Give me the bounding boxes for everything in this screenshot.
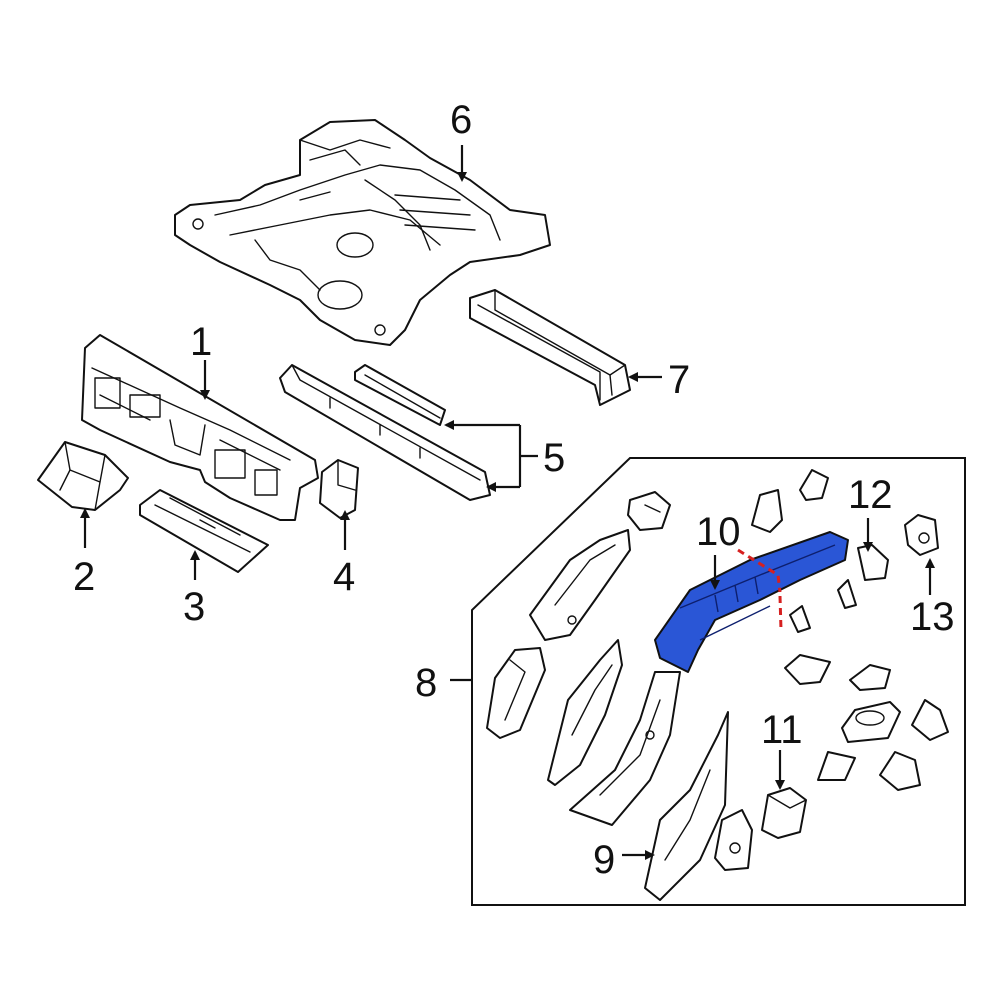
callout-9: 9: [593, 838, 615, 882]
part-4-bracket: [319, 459, 359, 519]
callout-6: 6: [450, 98, 472, 142]
callout-1: 1: [190, 320, 212, 364]
inset-part-small-top: [627, 491, 671, 531]
inset-frame: [471, 457, 966, 906]
callout-11: 11: [761, 708, 803, 752]
inset-part-rail-lower: [569, 671, 681, 826]
inset-part-11: [761, 787, 807, 839]
part-10-rail-highlighted: [654, 531, 849, 673]
inset-part-13: [904, 514, 939, 556]
inset-part-9: [644, 711, 729, 901]
cut-line-lower: [778, 595, 783, 631]
callout-5: 5: [543, 436, 565, 480]
callout-8: 8: [415, 661, 437, 705]
part-2-bracket: [37, 441, 129, 511]
inset-part-rail-upper: [529, 529, 631, 641]
callout-13: 13: [910, 595, 955, 639]
part-1-rear-panel: [81, 334, 319, 521]
callout-7: 7: [668, 358, 690, 402]
part-6-floor-pan: [174, 119, 551, 346]
inset-part-small-lower: [714, 809, 753, 871]
callout-4: 4: [333, 555, 355, 599]
part-3-plate: [139, 489, 269, 573]
part-5-reinforcements: [279, 364, 491, 501]
cut-line-upper: [737, 548, 782, 593]
callout-3: 3: [183, 585, 205, 629]
callout-12: 12: [848, 473, 893, 517]
callout-10: 10: [696, 510, 741, 554]
inset-part-bracket-top-a: [751, 489, 783, 533]
inset-part-bracket-top-b: [799, 469, 829, 501]
inset-part-bracket-left: [486, 647, 546, 739]
inset-part-panel-mid: [547, 639, 623, 786]
part-7-crossmember: [469, 289, 631, 406]
inset-part-clips: [789, 544, 889, 633]
inset-part-right-cluster: [784, 654, 949, 791]
callout-2: 2: [73, 555, 95, 599]
